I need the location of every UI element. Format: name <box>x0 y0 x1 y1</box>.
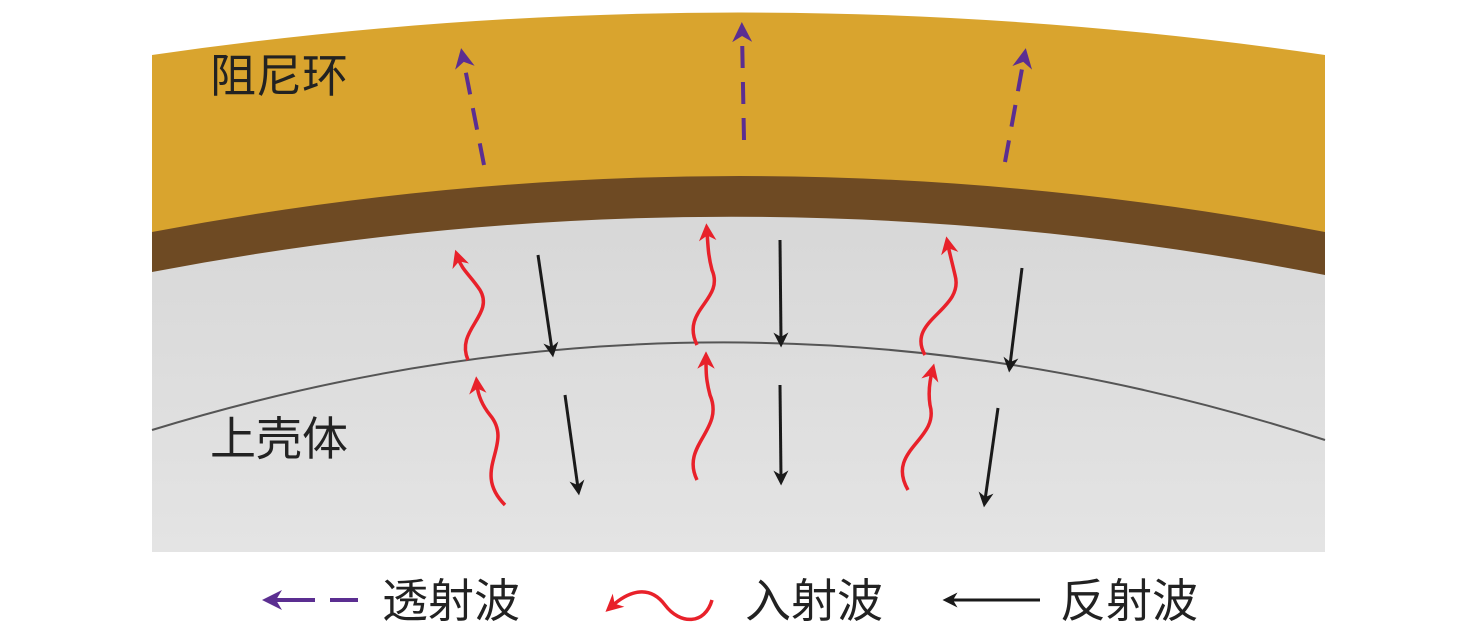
damping-ring-label: 阻尼环 <box>210 49 348 103</box>
legend: 透射波 入射波 反射波 <box>262 574 1198 628</box>
transmitted-wave-arrow <box>455 48 486 166</box>
reflected-waves <box>536 239 1024 508</box>
reflected-wave-arrow <box>536 254 559 358</box>
incident-wave-arrow <box>452 249 486 361</box>
shell-inner-line <box>151 341 1326 441</box>
reflected-wave-arrow <box>773 239 789 348</box>
transmitted-wave-arrow <box>732 22 753 141</box>
legend-reflected-label: 反射波 <box>1060 574 1198 628</box>
ring-edge <box>152 171 1325 275</box>
incident-wave-arrow <box>691 223 717 346</box>
upper-shell-label: 上壳体 <box>210 412 348 466</box>
incident-wave-arrow <box>919 236 959 356</box>
reflected-wave-arrow <box>978 407 1000 508</box>
incident-wave-arrow <box>900 363 939 491</box>
legend-incident-label: 入射波 <box>745 574 883 628</box>
transmitted-waves <box>455 22 1033 166</box>
reflected-wave-arrow <box>563 394 585 496</box>
reflected-wave-arrow <box>1003 267 1024 373</box>
incident-waves <box>452 223 959 507</box>
legend-incident-icon <box>605 590 714 622</box>
incident-wave-arrow <box>469 376 507 507</box>
reflected-wave-arrow <box>773 384 789 486</box>
transmitted-wave-arrow <box>1003 48 1033 163</box>
legend-transmitted-label: 透射波 <box>382 574 520 628</box>
incident-wave-arrow <box>691 351 715 481</box>
